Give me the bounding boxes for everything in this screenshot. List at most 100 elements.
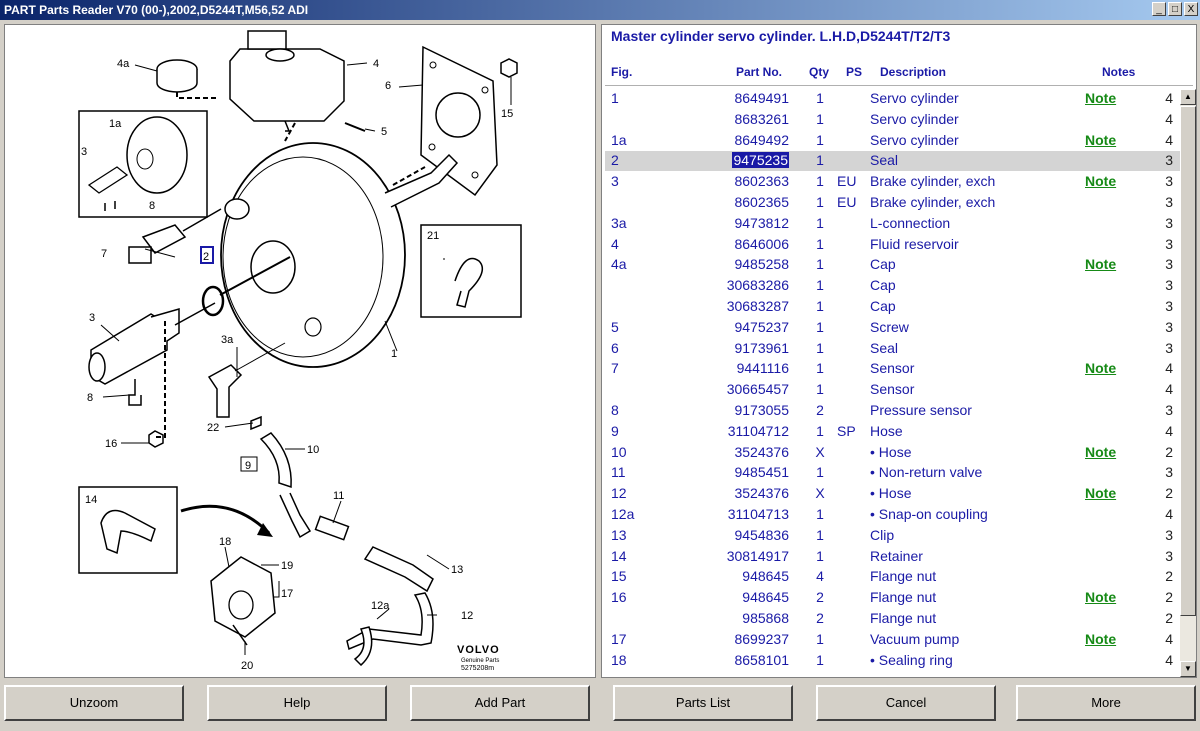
restore-button[interactable]: □ xyxy=(1168,2,1182,16)
level-cell: 3 xyxy=(1165,173,1173,190)
note-link[interactable]: Note xyxy=(1085,443,1117,460)
level-cell: 4 xyxy=(1165,110,1173,127)
level-cell: 4 xyxy=(1165,131,1173,148)
cancel-button[interactable]: Cancel xyxy=(816,685,996,721)
part-number-cell: 9454836 xyxy=(734,526,789,543)
part-number-cell: 9485451 xyxy=(734,464,789,481)
quantity-cell: 1 xyxy=(816,173,824,190)
note-link[interactable]: Note xyxy=(1085,131,1117,148)
parts-list-title: Master cylinder servo cylinder. L.H.D,D5… xyxy=(611,28,951,44)
fig-cell: 16 xyxy=(611,589,627,606)
description-cell: Brake cylinder, exch xyxy=(870,194,996,210)
description-cell: Brake cylinder, exch xyxy=(870,173,996,190)
vertical-scrollbar[interactable]: ▲ ▼ xyxy=(1180,89,1196,677)
note-link[interactable]: Note xyxy=(1085,630,1117,647)
fig-cell: 5 xyxy=(611,318,619,335)
note-link[interactable]: Note xyxy=(1085,360,1117,377)
note-link[interactable]: Note xyxy=(1085,90,1117,106)
minimize-button[interactable]: _ xyxy=(1152,2,1166,16)
fig-cell: 12 xyxy=(611,485,627,502)
close-button[interactable]: X xyxy=(1184,2,1198,16)
help-button[interactable]: Help xyxy=(207,685,387,721)
callout-label: 7 xyxy=(101,248,107,260)
quantity-cell: 1 xyxy=(816,152,824,169)
part-number-cell: 3524376 xyxy=(734,485,789,502)
quantity-cell: 1 xyxy=(816,547,824,564)
level-cell: 3 xyxy=(1165,318,1173,335)
unzoom-button[interactable]: Unzoom xyxy=(4,685,184,721)
drawing-code: 5275208m xyxy=(461,665,494,672)
add-part-button[interactable]: Add Part xyxy=(410,685,590,721)
fig-cell: 13 xyxy=(611,526,627,543)
description-cell: Cap xyxy=(870,256,896,273)
scroll-thumb[interactable] xyxy=(1180,106,1196,616)
description-cell: Hose xyxy=(870,422,903,439)
button-bar: Unzoom Help Add Part Parts List Cancel M… xyxy=(0,680,1200,731)
level-cell: 3 xyxy=(1165,194,1173,210)
fig-cell: 8 xyxy=(611,402,619,418)
header-divider xyxy=(605,85,1193,86)
quantity-cell: 1 xyxy=(816,339,824,356)
callout-label: 21 xyxy=(427,230,439,242)
part-number-cell: 8602363 xyxy=(734,173,789,190)
description-cell: • Snap-on coupling xyxy=(870,506,988,522)
scroll-up-arrow-icon[interactable]: ▲ xyxy=(1180,89,1196,105)
parts-list-button[interactable]: Parts List xyxy=(613,685,793,721)
description-cell: • Non-return valve xyxy=(870,464,983,481)
quantity-cell: 1 xyxy=(816,90,824,106)
diagram-drawing: 4a 4 6 15 5 1a 3 8 21 7 2 1 3 3a 8 22 10… xyxy=(78,30,522,672)
note-link[interactable]: Note xyxy=(1085,256,1117,273)
note-link[interactable]: Note xyxy=(1085,485,1117,502)
note-link[interactable]: Note xyxy=(1085,589,1117,606)
scroll-down-arrow-icon[interactable]: ▼ xyxy=(1180,661,1196,677)
level-cell: 4 xyxy=(1165,422,1173,439)
part-number-cell: 8646006 xyxy=(734,235,789,252)
part-number-cell: 9475237 xyxy=(734,318,789,335)
fig-cell: 14 xyxy=(611,547,627,564)
callout-label: 3 xyxy=(89,312,95,324)
callout-label: 13 xyxy=(451,564,463,576)
part-number-cell: 30814917 xyxy=(726,547,789,564)
exploded-diagram[interactable]: 4a 4 6 15 5 1a 3 8 21 7 2 1 3 3a 8 22 10… xyxy=(4,24,596,678)
level-cell: 2 xyxy=(1165,610,1173,626)
brand-name: VOLVO xyxy=(457,644,500,656)
column-header-notes: Notes xyxy=(1102,65,1136,79)
level-cell: 3 xyxy=(1165,298,1173,314)
quantity-cell: 1 xyxy=(816,131,824,148)
more-button[interactable]: More xyxy=(1016,685,1196,721)
part-number-cell: 8649491 xyxy=(734,90,789,106)
ps-cell: EU xyxy=(837,194,857,210)
note-link[interactable]: Note xyxy=(1085,173,1117,190)
quantity-cell: 1 xyxy=(816,194,824,210)
callout-label: 10 xyxy=(307,444,319,456)
part-number-cell: 31104712 xyxy=(727,422,789,439)
